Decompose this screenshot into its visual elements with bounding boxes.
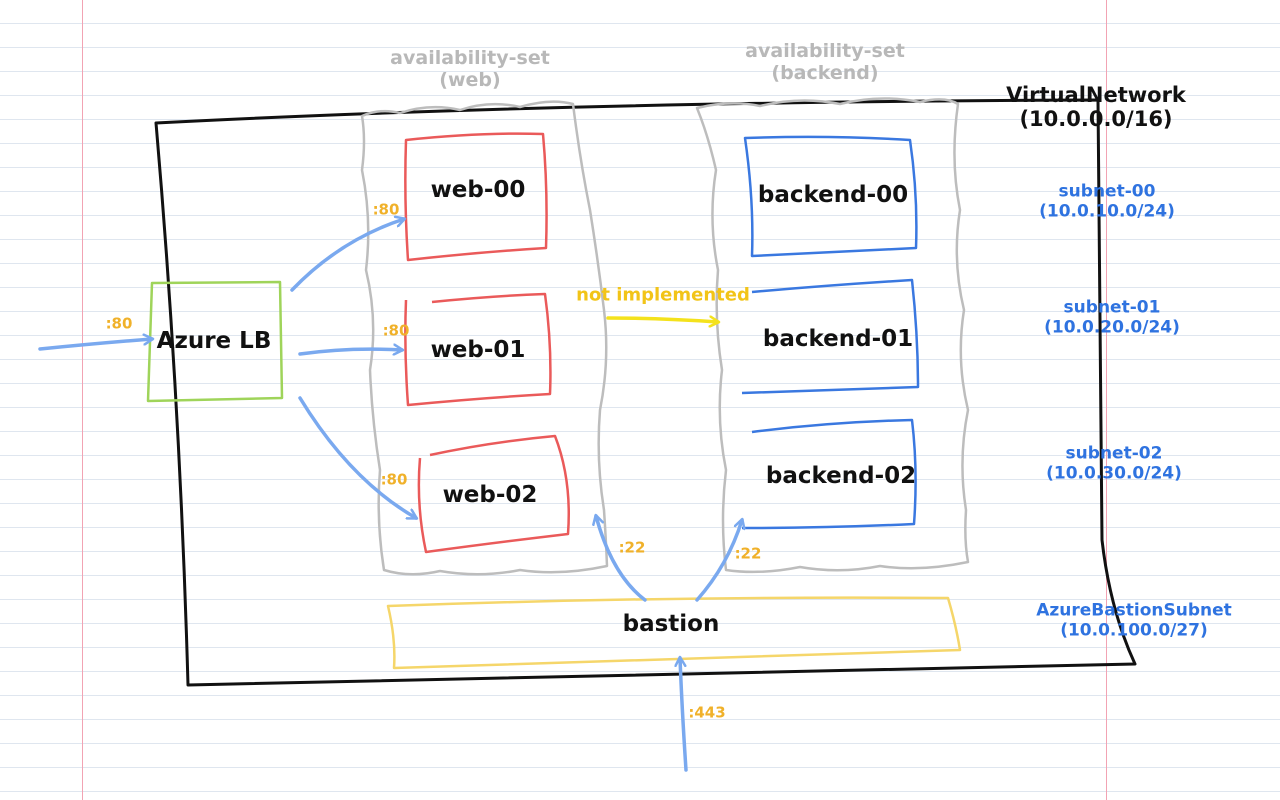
backend-01-box: [741, 278, 920, 395]
port-label-https: :443: [688, 703, 726, 722]
not-implemented-note: not implemented: [576, 284, 750, 306]
web-01-label: web-01: [430, 336, 526, 363]
availability-set-web-title: availability-set: [390, 47, 550, 70]
availability-set-web-name: (web): [439, 69, 501, 91]
port-label-web-01: :80: [382, 321, 410, 340]
web-00-box: [404, 132, 548, 262]
virtual-network-boundary: [154, 98, 1137, 687]
vnet-cidr: (10.0.0.0/16): [1019, 107, 1173, 131]
notebook-margin-right: [1106, 0, 1107, 800]
arrow-lb-to-web-00: [290, 219, 404, 292]
arrow-bastion-to-web-02: [596, 516, 647, 602]
web-02-label: web-02: [442, 481, 538, 508]
backend-01-label: backend-01: [762, 325, 914, 352]
availability-set-backend-boundary: [695, 97, 970, 574]
notebook-margin-left: [82, 0, 83, 800]
subnet-02-cidr: (10.0.30.0/24): [1046, 463, 1182, 483]
port-label-ssh-web: :22: [618, 538, 646, 557]
azure-lb-box: [146, 280, 284, 403]
subnet-01-name: subnet-01: [1063, 297, 1161, 318]
port-label-lb-in: :80: [105, 314, 133, 333]
web-02-box: [417, 434, 571, 554]
arrow-lb-to-web-02: [298, 396, 416, 520]
bastion-subnet-name: AzureBastionSubnet: [1036, 600, 1232, 621]
availability-set-backend-label: availability-set (backend): [745, 40, 905, 85]
availability-set-backend-title: availability-set: [745, 40, 905, 63]
availability-set-web-label: availability-set (web): [390, 47, 550, 92]
arrow-internet-to-bastion: [680, 658, 688, 772]
availability-set-backend-name: (backend): [771, 62, 879, 84]
subnet-00-name: subnet-00: [1058, 181, 1156, 202]
backend-02-label: backend-02: [765, 462, 917, 489]
port-label-web-00: :80: [372, 200, 400, 219]
web-00-label: web-00: [430, 176, 526, 203]
arrow-internet-to-lb: [38, 339, 152, 351]
vnet-label: VirtualNetwork (10.0.0.0/16): [1006, 83, 1186, 131]
backend-00-label: backend-00: [757, 181, 909, 208]
subnet-00-label: subnet-00 (10.0.10.0/24): [1039, 182, 1175, 221]
port-label-ssh-backend: :22: [734, 544, 762, 563]
backend-02-box: [741, 418, 917, 530]
vnet-name: VirtualNetwork: [1006, 82, 1186, 107]
arrow-bastion-to-backend-02: [695, 520, 742, 602]
bastion-subnet-label: AzureBastionSubnet (10.0.100.0/27): [1036, 601, 1232, 640]
arrow-lb-to-web-01: [298, 349, 402, 354]
backend-00-box: [743, 135, 918, 258]
bastion-subnet-cidr: (10.0.100.0/27): [1060, 620, 1208, 640]
web-01-box: [404, 292, 552, 407]
subnet-02-label: subnet-02 (10.0.30.0/24): [1046, 444, 1182, 483]
subnet-01-label: subnet-01 (10.0.20.0/24): [1044, 298, 1180, 337]
arrow-web-to-backend-not-implemented: [606, 318, 718, 322]
azure-lb-label: Azure LB: [156, 327, 272, 354]
port-label-web-02: :80: [380, 470, 408, 489]
bastion-label: bastion: [622, 610, 720, 637]
bastion-box: [386, 596, 962, 670]
subnet-02-name: subnet-02: [1065, 443, 1163, 464]
subnet-01-cidr: (10.0.20.0/24): [1044, 317, 1180, 337]
subnet-00-cidr: (10.0.10.0/24): [1039, 201, 1175, 221]
